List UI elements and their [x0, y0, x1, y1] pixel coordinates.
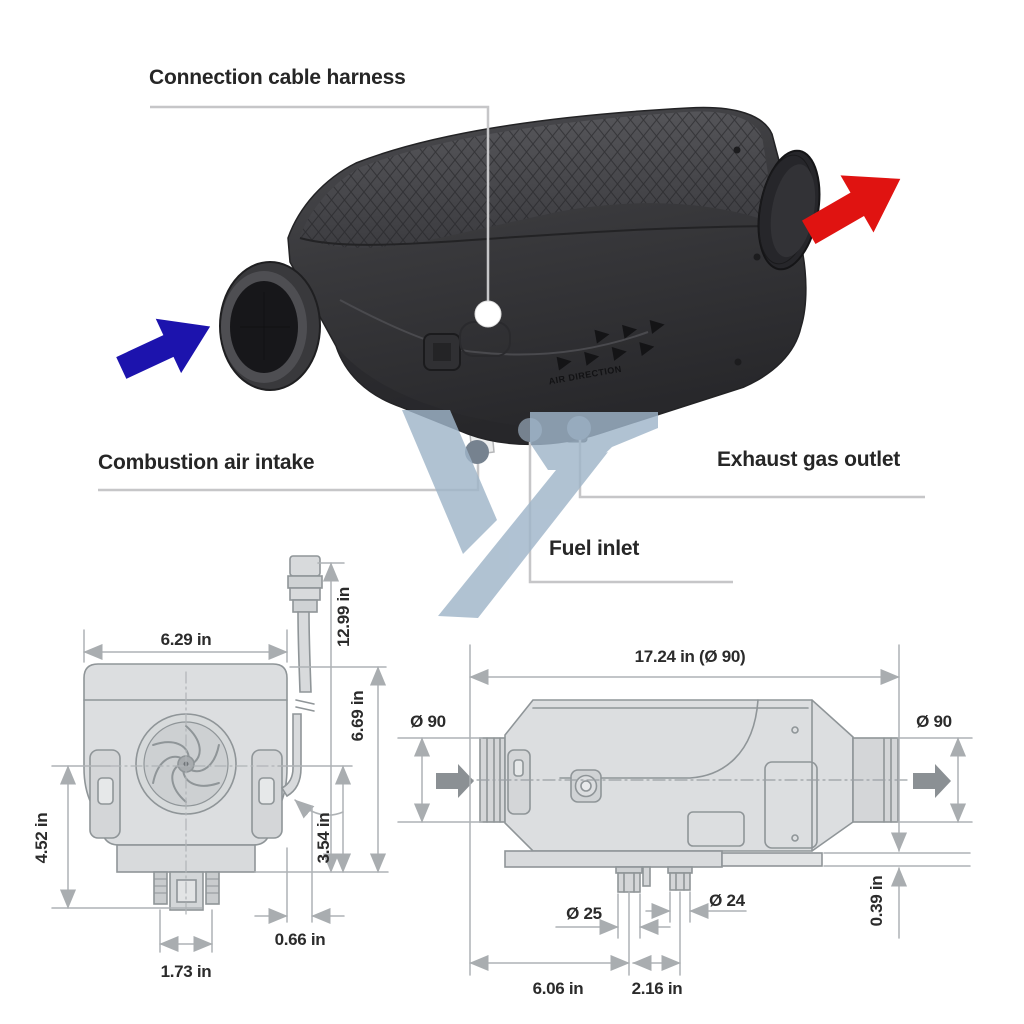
- right-latch-slot: [258, 777, 275, 805]
- side-dim-exhaust-offset: 6.06 in: [533, 979, 584, 998]
- watermark-left-arm: [402, 410, 497, 554]
- side-dim-lines: [397, 644, 973, 976]
- screw-icon: [791, 726, 799, 734]
- side-fuel-stub: [642, 866, 651, 887]
- heated-air-outlet-collar: [757, 149, 821, 271]
- cable-harness: [280, 555, 323, 798]
- stud-left: [153, 871, 168, 905]
- side-dim-exhaust-pipe: Ø 25: [566, 904, 602, 923]
- top-seam-line: [299, 225, 777, 246]
- intake-collar: [667, 866, 693, 874]
- small-panel: [687, 811, 745, 847]
- front-view-drawing: 6.29 in 12.99 in 6.69 in 3.54 in 4.52 in…: [32, 555, 389, 981]
- front-dim-lines: [51, 562, 389, 953]
- callout-connection-cable-harness: Connection cable harness: [149, 66, 406, 89]
- fuel-leader-line: [528, 441, 733, 584]
- flow-arrows: [116, 175, 901, 379]
- front-dim-center-base: 3.54 in: [314, 813, 333, 864]
- watermark-leg: [438, 452, 608, 618]
- callout-combustion-air-intake: Combustion air intake: [98, 451, 315, 474]
- latch-inner: [433, 343, 451, 361]
- large-panel: [764, 761, 818, 849]
- side-body: [504, 699, 854, 852]
- heated-air-inlet-bell: [219, 261, 321, 391]
- screw-icon: [791, 834, 799, 842]
- combustion-point-dot: [465, 440, 489, 464]
- stud-right: [205, 871, 220, 905]
- harness-point-dot: [474, 300, 502, 328]
- front-dim-stud-spacing: 1.73 in: [161, 962, 212, 981]
- side-outlet-arrow-icon: [913, 764, 951, 798]
- callout-fuel-inlet: Fuel inlet: [549, 537, 640, 560]
- side-inlet-arrow-icon: [436, 764, 474, 798]
- side-dim-inlet-dia: Ø 90: [410, 712, 446, 731]
- heater-top-texture: [300, 111, 776, 248]
- screw-icon: [753, 253, 761, 261]
- side-view-drawing: 17.24 in (Ø 90) Ø 90 Ø 90 Ø 25 Ø 24 0.39…: [397, 644, 973, 998]
- side-flange-plate: [721, 852, 823, 867]
- side-dim-combustion-pipe: Ø 24: [709, 891, 746, 910]
- heater-photo: AIR DIRECTION: [219, 106, 821, 456]
- front-centerlines: [109, 671, 279, 919]
- side-dim-outlet-dia: Ø 90: [916, 712, 952, 731]
- front-dim-stud-offset: 0.66 in: [275, 930, 326, 949]
- air-intake-arrow-icon: [116, 318, 211, 379]
- screw-icon: [734, 358, 742, 366]
- side-flange: [504, 850, 723, 868]
- left-latch-slot: [97, 777, 114, 805]
- watermark-logo: [402, 410, 658, 618]
- hot-air-outlet-arrow-icon: [802, 175, 901, 245]
- front-dim-harness: 12.99 in: [334, 587, 353, 647]
- stud-threads: [153, 878, 220, 894]
- front-dim-center-stud: 4.52 in: [32, 813, 51, 864]
- exhaust-collar: [615, 866, 643, 874]
- screw-icon: [733, 146, 741, 154]
- side-intake-stub: [669, 872, 691, 891]
- side-bracket-slot: [513, 759, 524, 777]
- front-seam: [339, 299, 649, 356]
- harness-leader-line: [150, 105, 490, 302]
- front-dim-height: 6.69 in: [348, 691, 367, 742]
- fan-blades: [152, 725, 220, 803]
- side-dim-flange: 0.39 in: [867, 876, 886, 927]
- side-dim-pipe-spacing: 2.16 in: [632, 979, 683, 998]
- side-view-geometry: [479, 699, 899, 893]
- front-dim-width: 6.29 in: [161, 630, 212, 649]
- side-dim-length: 17.24 in (Ø 90): [635, 647, 746, 666]
- watermark-flag: [530, 412, 658, 470]
- side-seam: [559, 699, 759, 779]
- side-exhaust-stub: [617, 872, 641, 893]
- glow-plug-inner: [580, 780, 592, 792]
- callout-exhaust-gas-outlet: Exhaust gas outlet: [717, 448, 901, 471]
